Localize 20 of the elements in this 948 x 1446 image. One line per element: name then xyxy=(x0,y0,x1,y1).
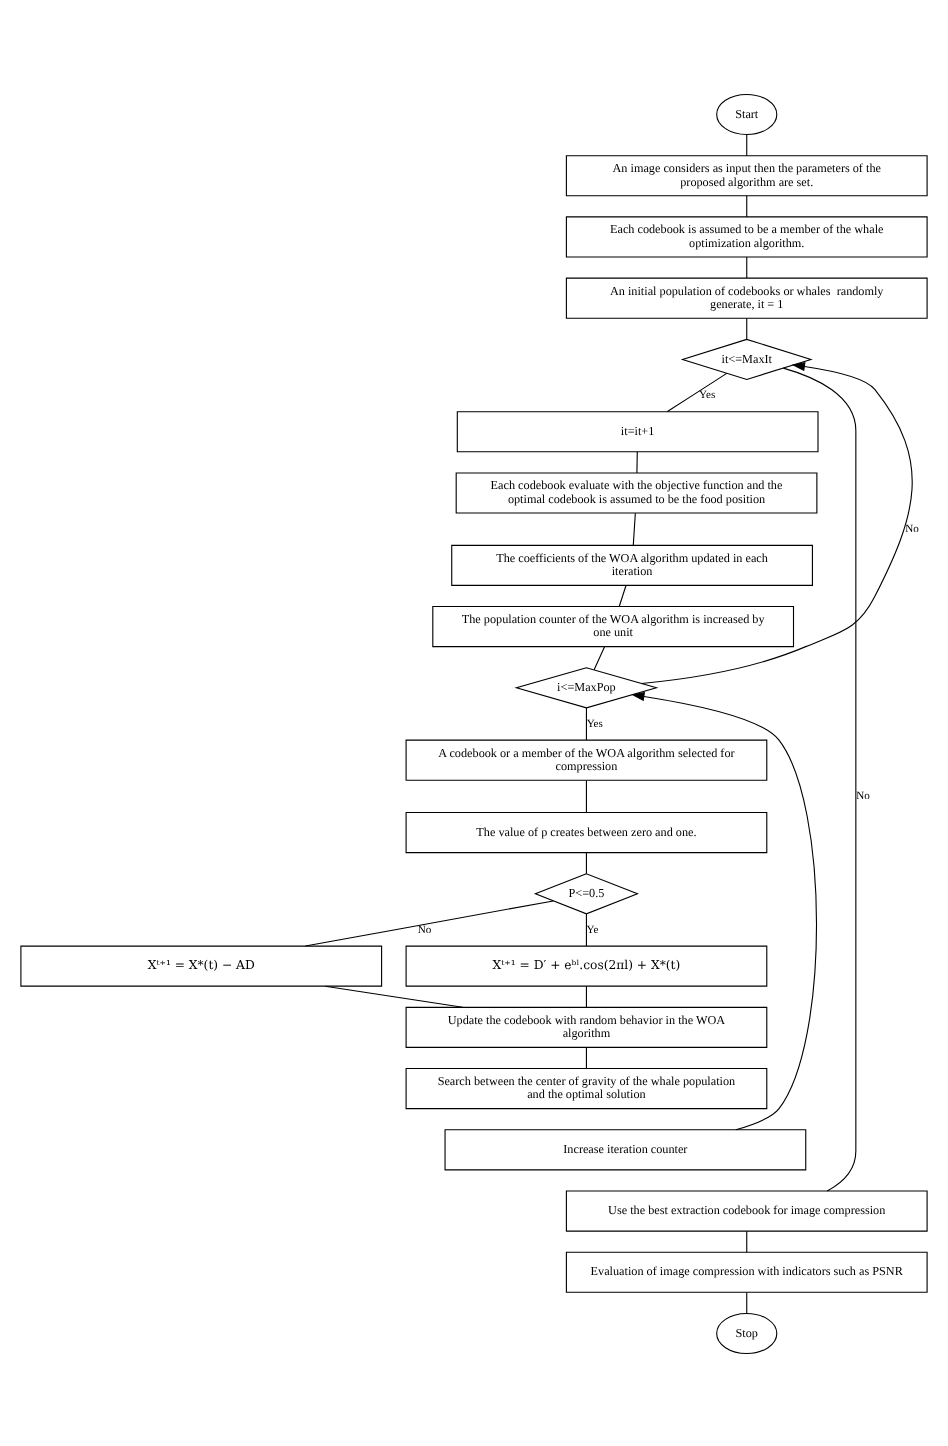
connector xyxy=(585,1045,587,1069)
connector xyxy=(593,645,606,670)
connector xyxy=(618,583,627,607)
connector xyxy=(585,984,587,1007)
connector xyxy=(782,366,857,1191)
connector xyxy=(746,255,748,278)
connector xyxy=(585,851,587,874)
connector xyxy=(636,450,638,473)
connector xyxy=(746,316,748,339)
connector xyxy=(746,1229,748,1252)
connector xyxy=(632,511,636,545)
connector xyxy=(746,194,748,217)
connector xyxy=(585,778,587,812)
connector xyxy=(746,1290,748,1313)
connector xyxy=(666,371,728,412)
connector xyxy=(304,899,554,946)
connector xyxy=(585,706,587,740)
arrow xyxy=(641,360,913,683)
connector xyxy=(746,133,748,156)
connector xyxy=(585,912,587,946)
